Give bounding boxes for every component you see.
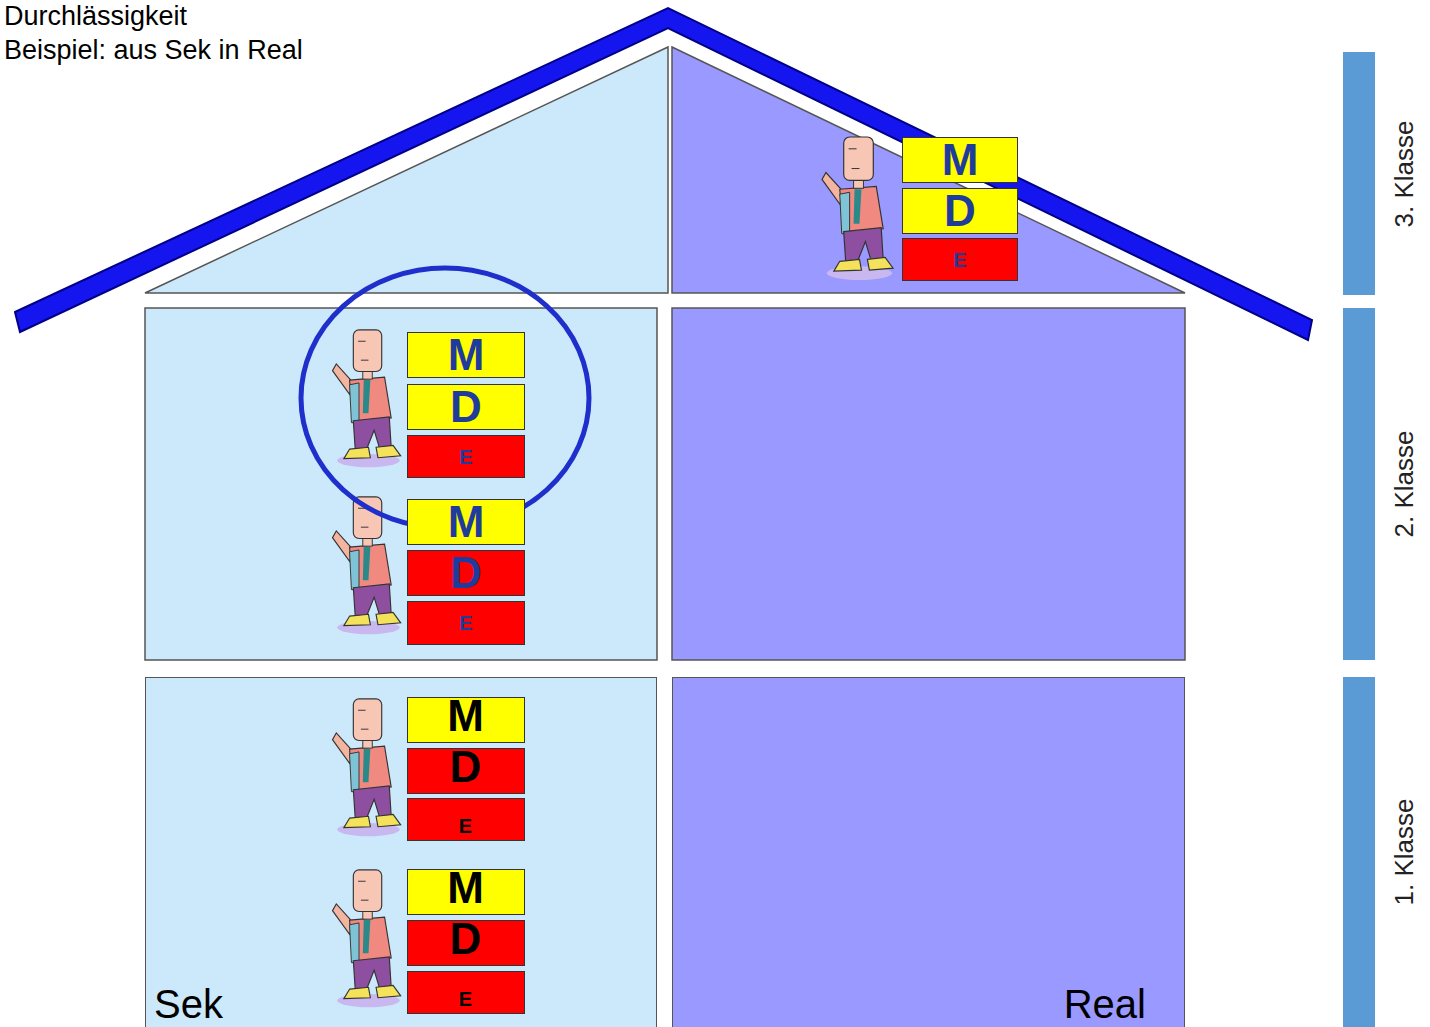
subject-letter: D: [450, 917, 482, 961]
subject-letter: M: [942, 138, 979, 182]
subject-box: M: [407, 869, 525, 915]
subject-box: E: [902, 238, 1018, 281]
subject-letter: M: [447, 694, 484, 738]
subject-letter: D: [450, 745, 482, 789]
subject-box: M: [407, 697, 525, 743]
subject-letter: M: [448, 333, 485, 377]
subject-box: E: [407, 971, 525, 1014]
subject-box: D: [407, 384, 525, 430]
grade-label: 3. Klasse: [1391, 120, 1417, 227]
subtitle-label: Beispiel: aus Sek in Real: [4, 34, 303, 66]
subject-box: D: [407, 920, 525, 966]
subject-box: M: [902, 137, 1018, 183]
subject-letter: E: [459, 447, 472, 467]
subject-box: M: [407, 499, 525, 545]
school-type-label: Real: [1064, 984, 1146, 1024]
subject-box: D: [407, 550, 525, 596]
grade-band: 1. Klasse: [1343, 677, 1375, 1027]
school-type-cell: Real: [672, 677, 1185, 1027]
subject-letter: M: [447, 866, 484, 910]
grade-label: 2. Klasse: [1391, 431, 1417, 538]
grade-band: 2. Klasse: [1343, 308, 1375, 660]
subject-letter: M: [448, 500, 485, 544]
grade-label: 1. Klasse: [1391, 799, 1417, 906]
subject-letter: E: [459, 816, 472, 836]
subject-letter: E: [459, 613, 472, 633]
school-type-label: Sek: [154, 984, 223, 1024]
subject-letter: E: [459, 989, 472, 1009]
grade-band: 3. Klasse: [1343, 52, 1375, 295]
subject-box: E: [407, 798, 525, 841]
subject-box: M: [407, 332, 525, 378]
subject-letter: E: [953, 250, 966, 270]
subject-box: D: [407, 748, 525, 794]
subject-box: E: [407, 601, 525, 645]
school-type-cell: SekMDEMDE: [145, 677, 657, 1027]
diagram-title: Durchlässigkeit: [4, 0, 187, 32]
subject-letter: D: [450, 551, 482, 595]
subject-letter: D: [944, 189, 976, 233]
subject-box: E: [407, 435, 525, 478]
subject-box: D: [902, 188, 1018, 234]
subject-letter: D: [450, 385, 482, 429]
